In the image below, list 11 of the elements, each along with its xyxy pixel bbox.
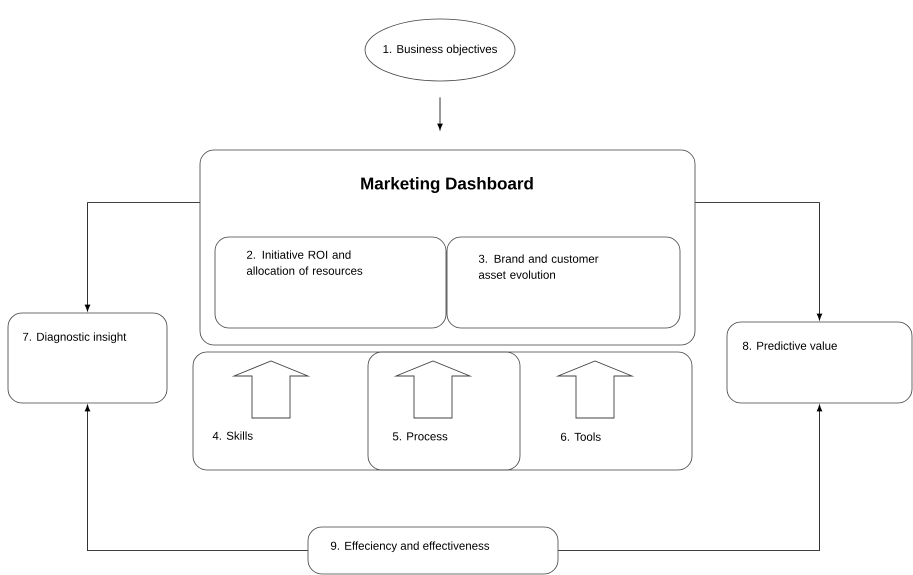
process-box: 3. Brand and customer asset evolution bbox=[446, 236, 680, 328]
arrow bbox=[84, 404, 308, 551]
process-box: 7. Diagnostic insight bbox=[8, 312, 168, 404]
process-box: 8. Predictive value bbox=[726, 322, 912, 404]
arrow bbox=[84, 202, 200, 312]
arrow bbox=[558, 404, 822, 551]
process-box: 5. Process bbox=[368, 352, 520, 470]
process-box: 9. Effeciency and effectiveness bbox=[308, 526, 558, 574]
process-box: 2. Initiative ROI and allocation of resources bbox=[214, 236, 446, 328]
arrow bbox=[695, 202, 822, 320]
arrow bbox=[437, 97, 443, 130]
